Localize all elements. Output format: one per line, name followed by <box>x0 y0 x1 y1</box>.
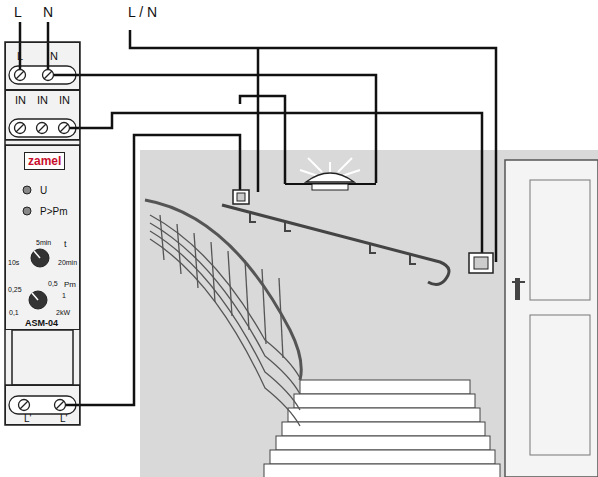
handrail <box>222 205 449 285</box>
panel-text: L <box>17 51 23 62</box>
wires <box>20 22 496 405</box>
panel-text: 5min <box>36 239 51 246</box>
terminals <box>9 66 76 414</box>
panel-text: 0,5 <box>48 280 58 287</box>
panel-text: Pm <box>64 281 76 289</box>
panel-text: P>Pm <box>40 207 68 217</box>
front-panel: zamelU P>Pm t 5min 10s 20minPm 0,5 0,25 1 0,1 2kW A… <box>5 145 80 330</box>
module-housing <box>5 42 80 425</box>
panel-text: L' <box>24 414 31 424</box>
indicators <box>23 186 49 309</box>
push-button <box>233 190 493 273</box>
panel-text: 0,1 <box>9 309 19 316</box>
panel-text: IN <box>59 95 70 106</box>
panel-text: L' <box>60 414 67 424</box>
wall <box>140 150 598 477</box>
model-name: ASM-04 <box>25 319 58 328</box>
banister <box>145 200 301 426</box>
panel-text: 10s <box>8 259 19 266</box>
brand-logo: zamel <box>24 152 65 170</box>
panel-text: 1 <box>62 292 66 299</box>
supply-label: L / N <box>128 5 157 19</box>
output-terminal-block: L' L' <box>5 385 80 425</box>
panel-text: IN <box>15 95 26 106</box>
input-terminal-block: IN IN IN <box>5 90 80 140</box>
stairs <box>264 380 500 477</box>
panel-text: 20min <box>58 259 77 266</box>
panel-text: 0,25 <box>8 286 22 293</box>
panel-text: 2kW <box>56 309 70 316</box>
panel-text: N <box>50 51 58 62</box>
panel-text: U <box>40 186 47 196</box>
panel-text: t <box>64 240 67 249</box>
ceiling-lamp <box>285 158 376 190</box>
door <box>505 160 598 477</box>
supply-label: L <box>14 5 22 19</box>
supply-label: N <box>43 5 53 19</box>
panel-text: IN <box>37 95 48 106</box>
terminal-block: LN <box>5 42 80 90</box>
